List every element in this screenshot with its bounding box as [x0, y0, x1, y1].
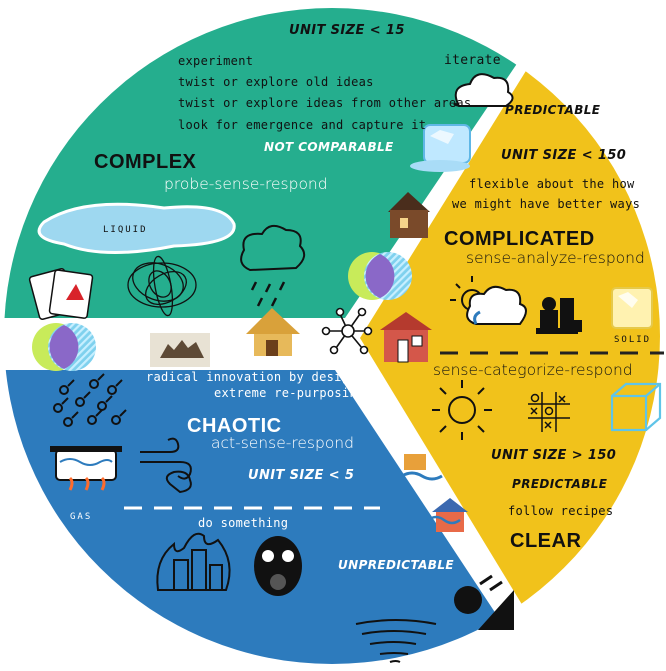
puddle-icon — [37, 202, 236, 255]
complicated-predictable: PREDICTABLE — [505, 103, 601, 117]
cabin-icon — [388, 192, 430, 238]
ice-cube-icon — [410, 124, 471, 172]
sun-icon — [432, 380, 492, 440]
complicated-item: we might have better ways — [452, 197, 641, 211]
complicated-title: COMPLICATED — [444, 228, 595, 250]
complex-item: experiment — [178, 54, 254, 68]
gas-pot-icon — [50, 446, 122, 491]
chaotic-item: radical innovation by design — [146, 370, 357, 384]
hut-icon — [246, 308, 300, 356]
clear-method: sense-categorize-respond — [433, 361, 633, 379]
sun-cloud-icon — [450, 276, 527, 325]
complex-item: twist or explore ideas from other areas — [178, 96, 472, 110]
clear-item: follow recipes — [508, 504, 614, 518]
cube-icon — [610, 382, 662, 432]
clear-predictable: PREDICTABLE — [512, 477, 608, 491]
complicated-item: flexible about the how — [469, 177, 635, 191]
scribble-icon — [127, 255, 197, 317]
chaotic-item: extreme re-purposing — [214, 386, 365, 400]
clear-title: CLEAR — [510, 530, 582, 552]
falling-ball-icon — [454, 574, 514, 630]
flood-icon — [401, 454, 468, 532]
network-icon — [321, 307, 373, 355]
gas-molecules-icon — [53, 373, 127, 427]
complex-not-comparable: NOT COMPARABLE — [264, 140, 394, 154]
complicated-method: sense-analyze-respond — [466, 249, 645, 267]
complex-item: twist or explore old ideas — [178, 75, 374, 89]
complex-iterate-label: iterate — [444, 53, 501, 68]
disorder-venn-icon-left — [32, 323, 96, 371]
chaotic-unit-size: UNIT SIZE < 5 — [248, 468, 355, 483]
chaotic-method: act-sense-respond — [211, 434, 354, 452]
complicated-unit-size: UNIT SIZE < 150 — [501, 148, 627, 163]
chaotic-state-label: GAS — [70, 512, 93, 522]
gas-mask-icon — [254, 536, 302, 596]
chess-icon — [536, 297, 582, 334]
complex-item: look for emergence and capture it — [178, 118, 427, 132]
disorder-venn-icon — [348, 252, 412, 300]
chaotic-title: CHAOTIC — [187, 415, 282, 437]
solid-cube-icon — [611, 287, 653, 329]
complex-method: probe-sense-respond — [164, 175, 328, 193]
playing-cards-icon — [28, 268, 94, 320]
complicated-state-label: SOLID — [614, 335, 652, 345]
burning-city-icon — [156, 532, 231, 591]
chaotic-unpredictable: UNPREDICTABLE — [338, 558, 454, 572]
cloud-icon — [453, 73, 514, 107]
rain-cloud-icon — [240, 224, 306, 307]
house-icon — [380, 312, 432, 363]
tornado-icon — [355, 619, 437, 663]
tic-tac-toe-icon — [528, 392, 570, 432]
clear-unit-size: UNIT SIZE > 150 — [491, 448, 617, 463]
complex-state-label: LIQUID — [103, 225, 148, 235]
chaotic-action: do something — [198, 516, 289, 530]
complex-unit-size: UNIT SIZE < 15 — [289, 23, 405, 38]
wind-icon — [140, 437, 192, 494]
complex-title: COMPLEX — [94, 151, 197, 173]
